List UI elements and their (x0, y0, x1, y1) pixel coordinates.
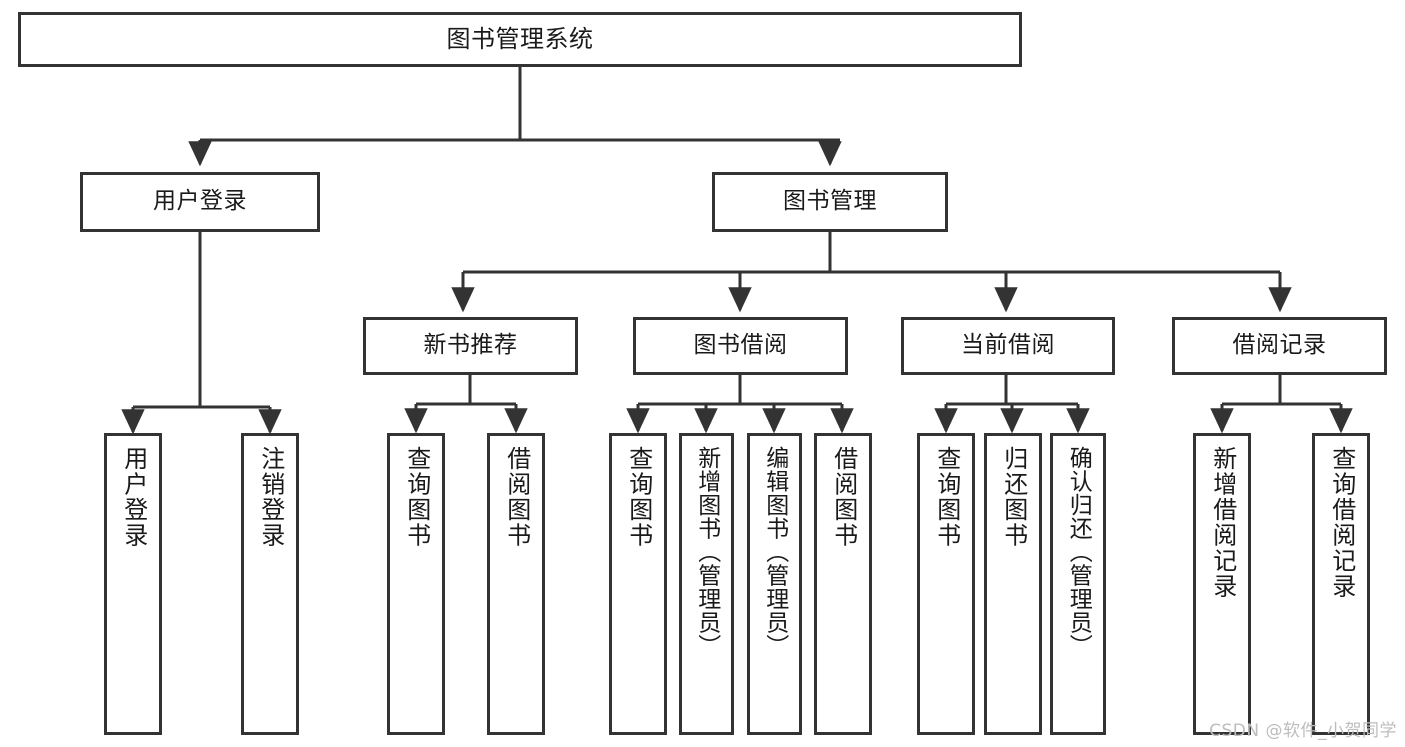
node-borrow-record[interactable]: 借阅记录 (1172, 317, 1387, 375)
node-user-login-label: 用户登录 (153, 188, 247, 215)
node-book-borrow[interactable]: 图书借阅 (633, 317, 848, 375)
node-current-borrow-label: 当前借阅 (961, 332, 1055, 359)
node-book-mgmt-label: 图书管理 (783, 188, 877, 215)
node-leaf-bb-query[interactable]: 查询图书 (609, 433, 667, 735)
node-leaf-bb-borrow-label: 借阅图书 (829, 446, 858, 548)
node-leaf-user-login[interactable]: 用户登录 (104, 433, 162, 735)
node-leaf-bb-query-label: 查询图书 (624, 446, 653, 548)
node-leaf-br-query[interactable]: 查询借阅记录 (1312, 433, 1370, 735)
node-current-borrow[interactable]: 当前借阅 (901, 317, 1115, 375)
node-borrow-record-label: 借阅记录 (1232, 332, 1327, 359)
node-root[interactable]: 图书管理系统 (18, 12, 1022, 67)
node-user-login[interactable]: 用户登录 (80, 172, 320, 232)
node-leaf-bb-add[interactable]: 新增图书（管理员） (679, 433, 734, 735)
node-new-book-rec-label: 新书推荐 (423, 332, 518, 359)
node-leaf-bb-edit[interactable]: 编辑图书（管理员） (747, 433, 802, 735)
node-leaf-cb-return[interactable]: 归还图书 (984, 433, 1042, 735)
node-leaf-cb-confirm[interactable]: 确认归还（管理员） (1050, 433, 1106, 735)
node-leaf-user-login-label: 用户登录 (119, 446, 148, 548)
node-leaf-br-add-label: 新增借阅记录 (1208, 446, 1237, 599)
node-book-borrow-label: 图书借阅 (693, 332, 788, 359)
node-new-book-rec[interactable]: 新书推荐 (363, 317, 578, 375)
node-leaf-rec-borrow-label: 借阅图书 (502, 446, 531, 548)
node-leaf-logout-label: 注销登录 (256, 446, 285, 548)
node-leaf-cb-confirm-label: 确认归还（管理员） (1065, 446, 1092, 658)
node-leaf-bb-borrow[interactable]: 借阅图书 (814, 433, 872, 735)
node-leaf-bb-edit-label: 编辑图书（管理员） (761, 446, 788, 658)
node-leaf-logout[interactable]: 注销登录 (241, 433, 299, 735)
node-leaf-rec-query[interactable]: 查询图书 (387, 433, 445, 735)
node-leaf-bb-add-label: 新增图书（管理员） (693, 446, 720, 658)
node-leaf-rec-query-label: 查询图书 (402, 446, 431, 548)
node-leaf-cb-query[interactable]: 查询图书 (917, 433, 975, 735)
node-leaf-rec-borrow[interactable]: 借阅图书 (487, 433, 545, 735)
csdn-watermark: CSDN @软件_小贺同学 (1209, 721, 1397, 741)
node-book-mgmt[interactable]: 图书管理 (712, 172, 948, 232)
node-leaf-cb-return-label: 归还图书 (999, 446, 1028, 548)
node-root-label: 图书管理系统 (446, 25, 594, 54)
node-leaf-br-query-label: 查询借阅记录 (1327, 446, 1356, 599)
node-leaf-cb-query-label: 查询图书 (932, 446, 961, 548)
node-leaf-br-add[interactable]: 新增借阅记录 (1193, 433, 1251, 735)
